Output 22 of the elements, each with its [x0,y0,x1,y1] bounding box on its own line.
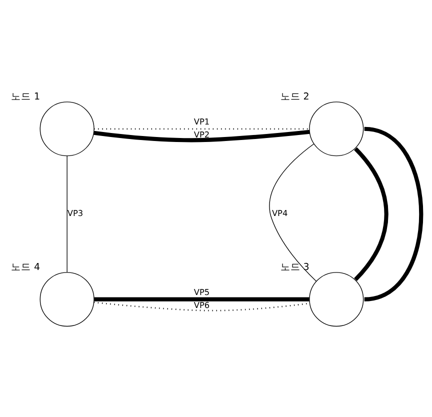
connector [94,129,310,142]
connector [66,155,68,272]
edge-label: VP6 [194,299,210,310]
connector [364,126,424,301]
node-circle [309,272,364,326]
node-circle [40,272,94,326]
edge-label: VP5 [194,286,210,296]
node-label: 노드 1 [10,90,40,102]
connector [94,296,310,301]
edge-label: VP2 [194,128,210,139]
node-label: 노드 2 [280,90,310,102]
connector [94,128,310,130]
node-label: 노드 3 [280,261,310,272]
edge-label: VP3 [67,208,84,218]
node-label: 노드 4 [10,261,40,272]
connector [354,146,388,280]
connector [94,301,310,311]
edge-label: VP1 [194,116,210,126]
edge-label: VP4 [272,208,288,218]
node-circle [309,101,364,156]
node-circle [40,101,94,156]
connector [269,143,317,282]
